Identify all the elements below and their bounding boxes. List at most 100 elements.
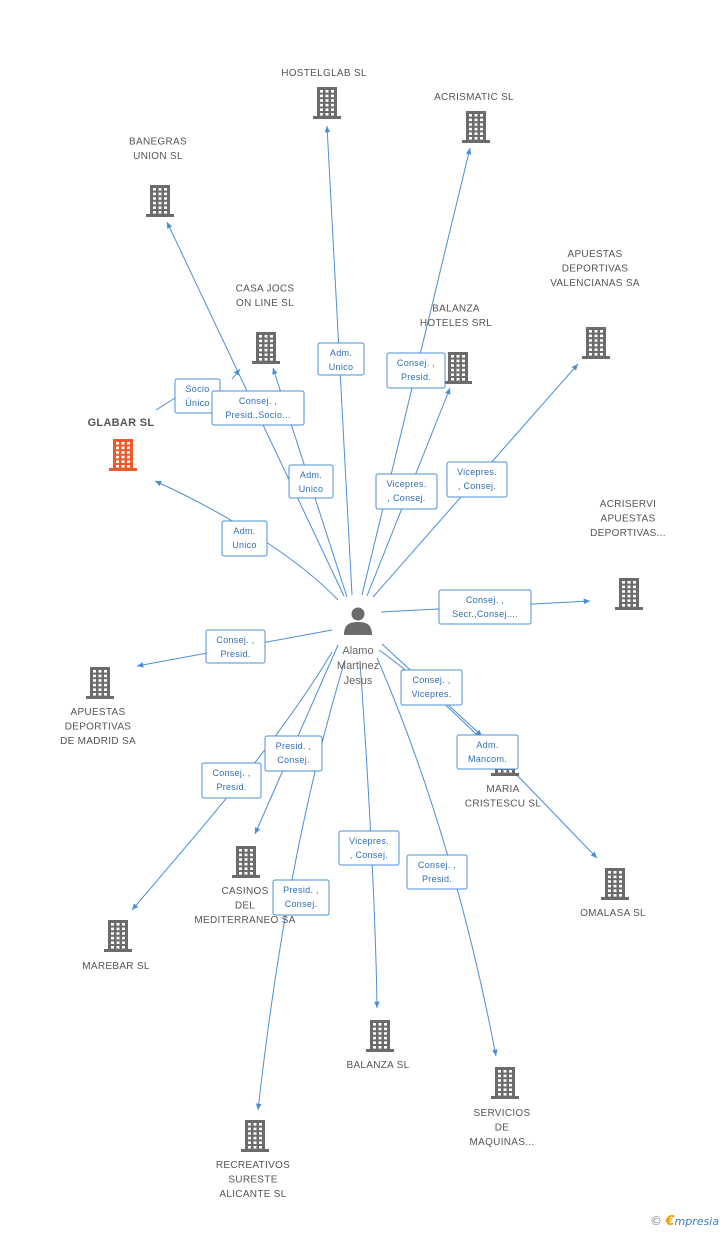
role-label-marebar[interactable]: Consej. , Presid. xyxy=(201,762,262,799)
role-label-maria-consej[interactable]: Consej. , Vicepres. xyxy=(400,669,463,706)
person-name-line: Jesus xyxy=(344,675,373,687)
building-icon xyxy=(601,868,629,900)
company-label: ACRISERVI xyxy=(600,499,656,510)
company-label: MARIA xyxy=(486,784,519,795)
company-label: OMALASA SL xyxy=(580,908,646,919)
person-name-line: Alamo xyxy=(342,645,373,657)
company-label: SERVICIOS xyxy=(474,1108,531,1119)
role-text: Presid. xyxy=(216,782,246,792)
role-text: , Consej. xyxy=(350,850,388,860)
company-label: APUESTAS xyxy=(600,514,655,525)
company-node-hostelglab[interactable]: HOSTELGLAB SL xyxy=(281,68,367,119)
company-node-glabar[interactable]: GLABAR SL xyxy=(88,417,155,471)
building-icon xyxy=(462,111,490,143)
role-text: Presid. xyxy=(422,874,452,884)
building-icon xyxy=(615,578,643,610)
role-label-balanzahoteles[interactable]: Vicepres., Consej. xyxy=(375,473,438,510)
role-text: Adm. xyxy=(330,348,352,358)
building-icon xyxy=(582,327,610,359)
company-label: CASINOS xyxy=(221,886,268,897)
company-label: SURESTE xyxy=(228,1175,277,1186)
copyright-symbol: © xyxy=(650,1214,662,1228)
role-text: Adm. xyxy=(300,470,322,480)
role-label-acriservi[interactable]: Consej. , Secr.,Consej.... xyxy=(438,589,532,625)
role-label-casajocs-consej[interactable]: Consej. ,Presid.,Socio... xyxy=(211,390,305,426)
company-label: DEPORTIVAS xyxy=(562,264,629,275)
person-name-line: Martinez xyxy=(337,660,379,672)
role-text: Consej. , xyxy=(239,396,277,406)
role-text: Unico xyxy=(232,540,257,550)
role-text: Consej. , xyxy=(216,635,254,645)
company-label: DEL xyxy=(235,901,255,912)
role-label-balanzasl[interactable]: Vicepres. , Consej. xyxy=(338,830,400,866)
company-node-apuestasmadrid[interactable]: APUESTAS DEPORTIVAS DE MADRID SA xyxy=(60,667,136,747)
company-label: DE MADRID SA xyxy=(60,736,136,747)
footer-brand[interactable]: © €mpresia xyxy=(650,1214,719,1229)
role-text: , Consej. xyxy=(387,493,425,503)
role-text: Unico xyxy=(299,484,324,494)
role-text: Consej. , xyxy=(466,595,504,605)
company-label: APUESTAS xyxy=(567,249,622,260)
role-text: Consej. , xyxy=(412,675,450,685)
edge-glabar-socio xyxy=(155,397,176,411)
building-icon xyxy=(104,920,132,952)
company-label: UNION SL xyxy=(133,151,183,162)
edge-casajocs-socio xyxy=(231,368,241,380)
company-node-acriservi[interactable]: ACRISERVIAPUESTASDEPORTIVAS... xyxy=(590,499,666,610)
company-label: BANEGRAS xyxy=(129,137,187,148)
role-text: Vicepres. xyxy=(411,689,451,699)
company-node-acrismatic[interactable]: ACRISMATIC SL xyxy=(434,92,514,143)
role-text: Socio xyxy=(185,384,209,394)
company-label: BALANZA SL xyxy=(346,1060,409,1071)
company-node-banegras[interactable]: BANEGRAS UNION SL xyxy=(129,137,187,218)
role-text: Consej. , xyxy=(212,768,250,778)
role-label-acrismatic[interactable]: Consej. ,Presid. xyxy=(386,352,446,389)
role-text: Consej. xyxy=(277,755,310,765)
company-node-balanzasl[interactable]: BALANZA SL xyxy=(346,1020,409,1071)
role-label-casinos[interactable]: Presid. , Consej. xyxy=(264,735,323,772)
company-label: ALICANTE SL xyxy=(219,1189,286,1200)
company-node-apuestasvalencianas[interactable]: APUESTAS DEPORTIVAS VALENCIANAS SA xyxy=(550,249,640,359)
company-label: DE xyxy=(495,1123,510,1134)
company-label: HOSTELGLAB SL xyxy=(281,68,367,79)
person-icon xyxy=(344,607,372,635)
role-label-recreativos[interactable]: Presid. ,Consej. xyxy=(272,879,330,916)
role-label-servicios[interactable]: Consej. ,Presid. xyxy=(406,854,468,890)
company-node-balanzahoteles[interactable]: BALANZA HOTELES SRL xyxy=(420,304,492,385)
role-text: Secr.,Consej.... xyxy=(452,609,518,619)
role-text: Vicepres. xyxy=(349,836,389,846)
role-label-maria-adm[interactable]: Adm.Mancom. xyxy=(456,734,519,770)
building-icon xyxy=(444,352,472,384)
role-label-madrid[interactable]: Consej. ,Presid. xyxy=(205,629,266,664)
role-text: Mancom. xyxy=(468,754,507,764)
role-label-banegras[interactable]: Adm. Unico xyxy=(288,464,334,499)
company-node-omalasa[interactable]: OMALASA SL xyxy=(580,868,646,919)
company-node-marebar[interactable]: MAREBAR SL xyxy=(82,920,150,972)
company-label: DEPORTIVAS xyxy=(65,722,132,733)
role-label-hostelglab[interactable]: Adm. Unico xyxy=(317,342,365,376)
role-text: Presid. , xyxy=(283,885,319,895)
company-label: HOTELES SRL xyxy=(420,318,492,329)
brand-logo-initial: € xyxy=(665,1214,675,1229)
building-icon xyxy=(241,1120,269,1152)
company-label: VALENCIANAS SA xyxy=(550,278,640,289)
company-node-servicios[interactable]: SERVICIOSDEMAQUINAS... xyxy=(470,1067,535,1148)
role-text: Adm. xyxy=(233,526,255,536)
company-label: BALANZA xyxy=(432,304,480,315)
role-text: Presid. , xyxy=(276,741,312,751)
building-icon xyxy=(232,846,260,878)
role-label-valencianas[interactable]: Vicepres., Consej. xyxy=(446,461,508,498)
role-label-glabar[interactable]: Adm. Unico xyxy=(221,520,268,557)
company-label: APUESTAS xyxy=(70,707,125,718)
building-icon xyxy=(366,1020,394,1052)
role-text: Presid. xyxy=(401,372,431,382)
company-label: CRISTESCU SL xyxy=(465,799,542,810)
role-text: Unico xyxy=(329,362,354,372)
role-text: Vicepres. xyxy=(457,467,497,477)
